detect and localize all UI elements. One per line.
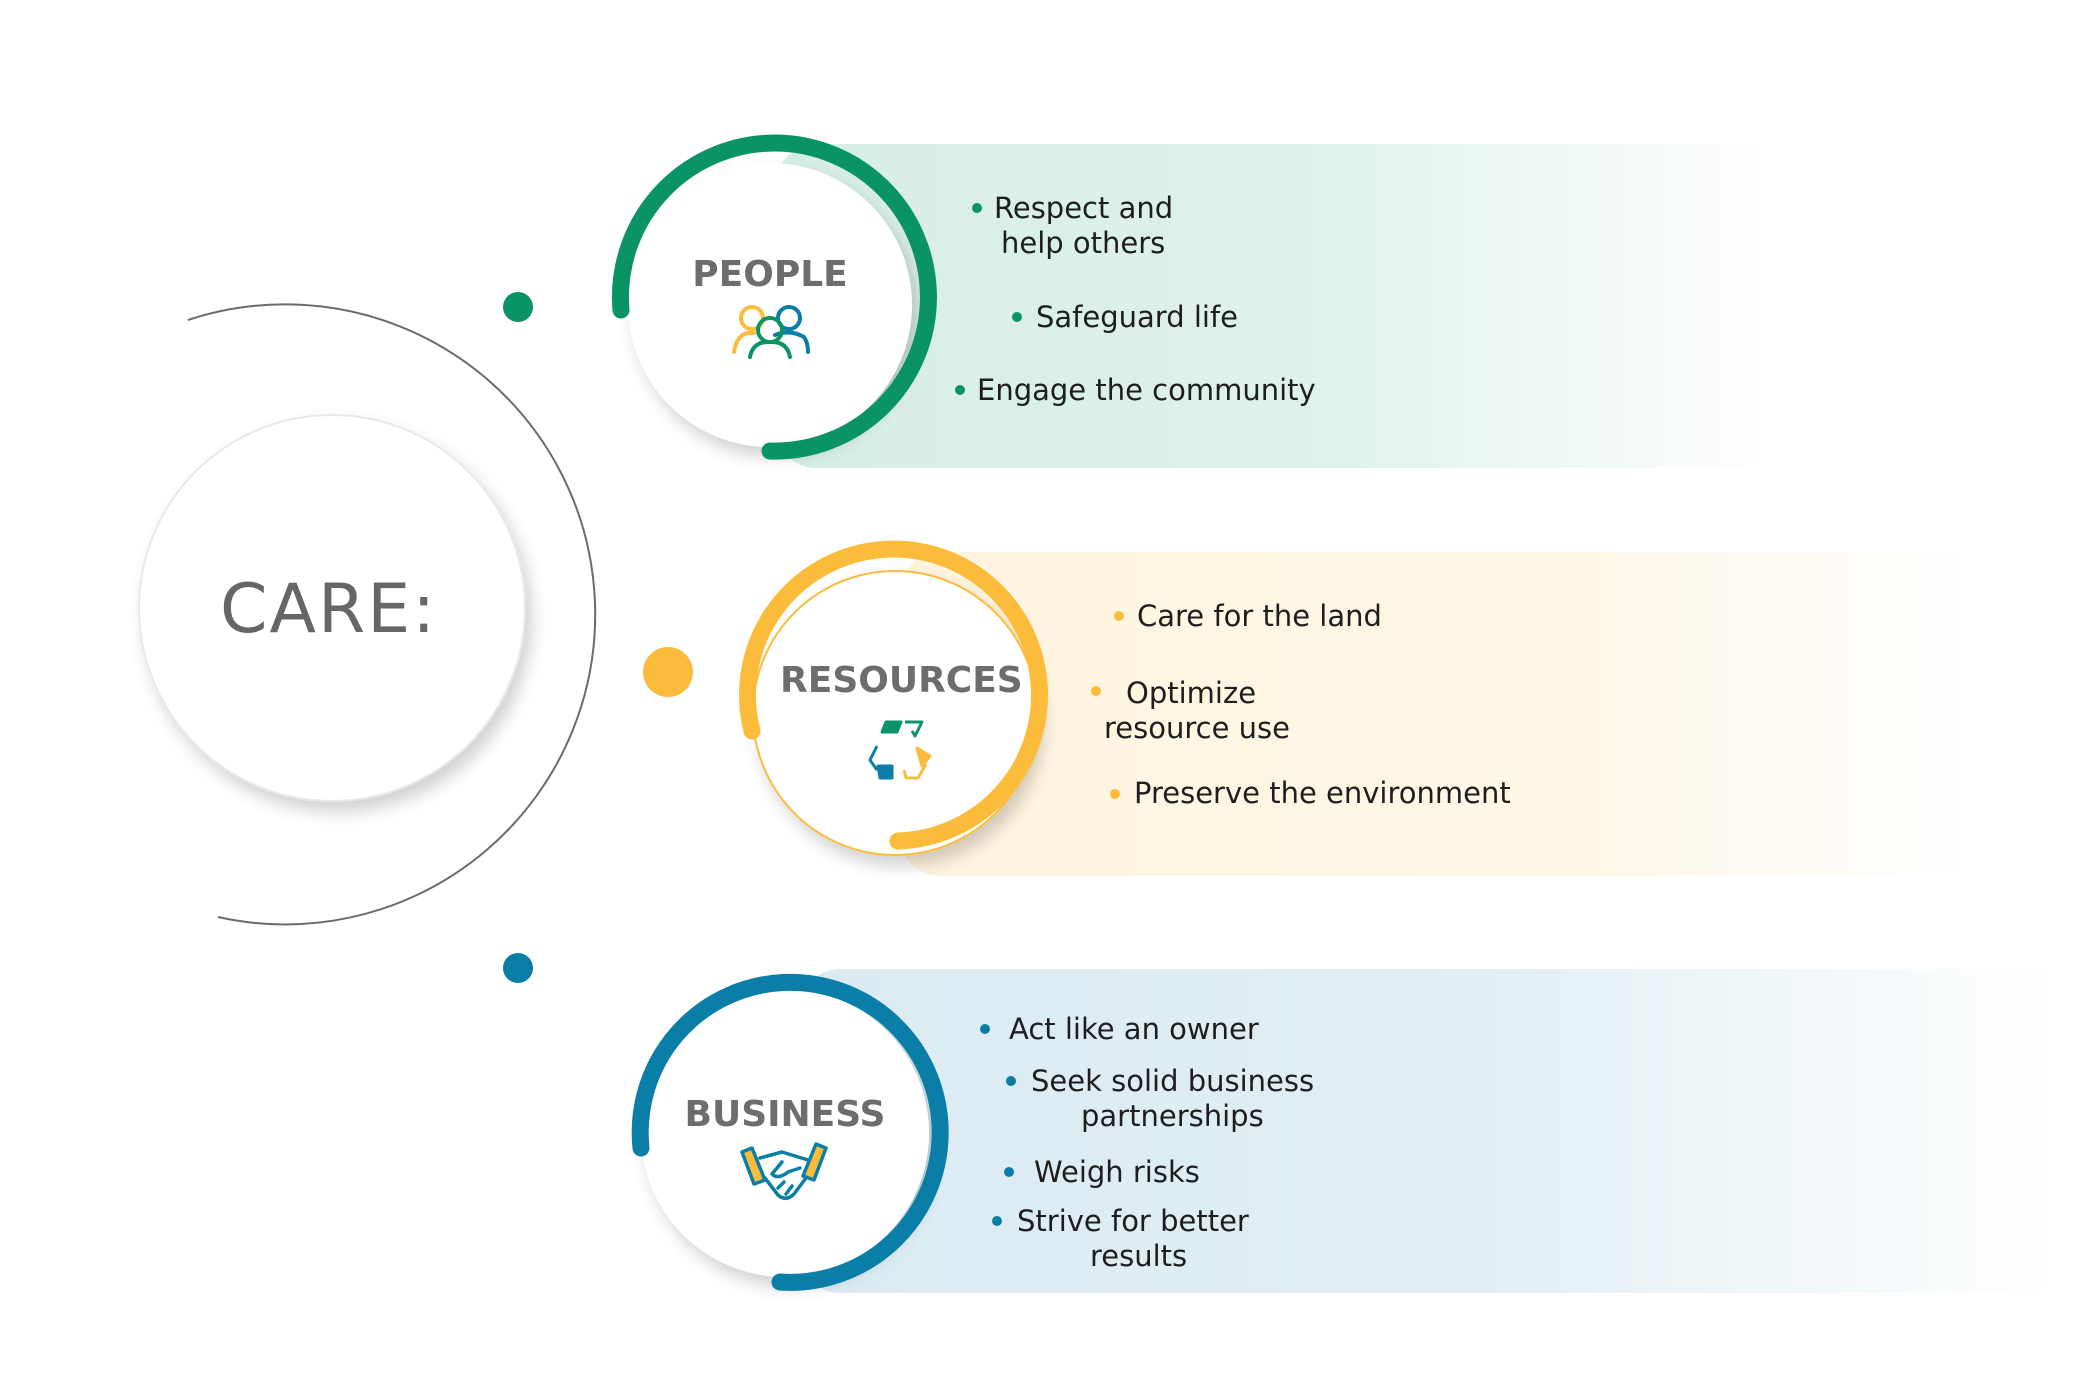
recycle-icon [868, 720, 932, 780]
people-item-1-line-2: help others [1001, 226, 1166, 260]
care-center-circle [138, 414, 526, 802]
business-item-2-line-2: partnerships [1081, 1099, 1264, 1133]
resources-dot [643, 647, 693, 697]
people-item-3: Engage the community [977, 373, 1316, 407]
business-ring-arc [631, 973, 949, 1291]
business-item-2-line-1: Seek solid business [1031, 1064, 1315, 1098]
business-item-4-line-1: Strive for better [1017, 1204, 1249, 1238]
business-bullet [980, 1024, 990, 1034]
business-item-1: Act like an owner [1009, 1012, 1259, 1046]
people-icon [732, 305, 810, 359]
business-bullet [1006, 1076, 1016, 1086]
people-item-1-line-1: Respect and [994, 191, 1174, 225]
people-title: PEOPLE [692, 254, 848, 295]
people-band [776, 144, 1776, 468]
people-bullet [955, 385, 965, 395]
people-ring-arc [611, 134, 937, 460]
business-item-3: Weigh risks [1034, 1155, 1200, 1189]
people-item-2: Safeguard life [1036, 300, 1238, 334]
business-band [800, 969, 2060, 1293]
resources-circle [752, 570, 1038, 856]
people-circle [628, 163, 912, 447]
connector-arc [187, 303, 597, 926]
care-label: CARE: [220, 570, 438, 649]
resources-item-1: Care for the land [1137, 599, 1382, 633]
business-circle [641, 989, 929, 1277]
business-bullet [1004, 1167, 1014, 1177]
business-item-4-line-2: results [1090, 1239, 1188, 1273]
business-dot [503, 953, 533, 983]
resources-bullet [1114, 611, 1124, 621]
business-bullet [992, 1216, 1002, 1226]
resources-ring-arc [739, 540, 1048, 850]
resources-item-2-line-2: resource use [1104, 711, 1290, 745]
resources-item-3: Preserve the environment [1134, 776, 1511, 810]
business-title: BUSINESS [684, 1094, 886, 1135]
people-dot [503, 292, 533, 322]
people-bullet [1012, 312, 1022, 322]
resources-title: RESOURCES [780, 660, 1023, 701]
resources-bullet [1091, 686, 1101, 696]
resources-band [900, 552, 1980, 876]
resources-item-2-line-1: Optimize [1126, 676, 1257, 710]
handshake-icon [740, 1142, 828, 1200]
resources-bullet [1110, 789, 1120, 799]
people-bullet [972, 203, 982, 213]
